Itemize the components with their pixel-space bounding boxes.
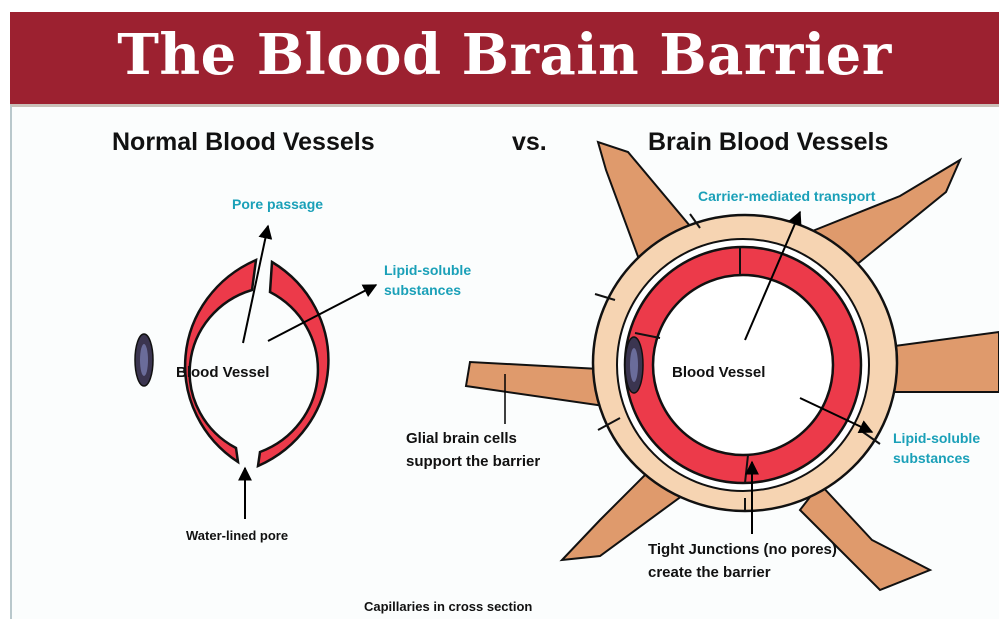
vessel-wall-left-segment xyxy=(185,260,256,462)
tight-junctions-label-1: Tight Junctions (no pores) xyxy=(648,541,837,558)
glial-cells-label-2: support the barrier xyxy=(406,453,540,470)
heading-brain: Brain Blood Vessels xyxy=(648,128,888,156)
heading-normal: Normal Blood Vessels xyxy=(112,128,375,156)
nucleus-inner xyxy=(140,344,148,376)
glial-cells-label-1: Glial brain cells xyxy=(406,430,517,447)
lipid-soluble-label-right-1: Lipid-soluble xyxy=(893,430,980,446)
brain-vessel-label: Blood Vessel xyxy=(672,364,765,381)
figure-caption: Capillaries in cross section xyxy=(364,599,532,614)
pore-passage-label: Pore passage xyxy=(232,196,323,212)
glia-arm-bottom-right xyxy=(800,484,930,590)
lipid-soluble-label-right-2: substances xyxy=(893,450,970,466)
tight-junctions-label-2: create the barrier xyxy=(648,564,771,581)
heading-vs: vs. xyxy=(512,128,547,156)
brain-nucleus-inner xyxy=(630,348,638,382)
carrier-transport-label: Carrier-mediated transport xyxy=(698,188,876,204)
lipid-soluble-label-left-1: Lipid-soluble xyxy=(384,262,471,278)
lipid-soluble-label-left-2: substances xyxy=(384,282,461,298)
normal-vessel xyxy=(135,260,328,466)
water-pore-label: Water-lined pore xyxy=(186,528,288,543)
normal-vessel-label: Blood Vessel xyxy=(176,364,269,381)
